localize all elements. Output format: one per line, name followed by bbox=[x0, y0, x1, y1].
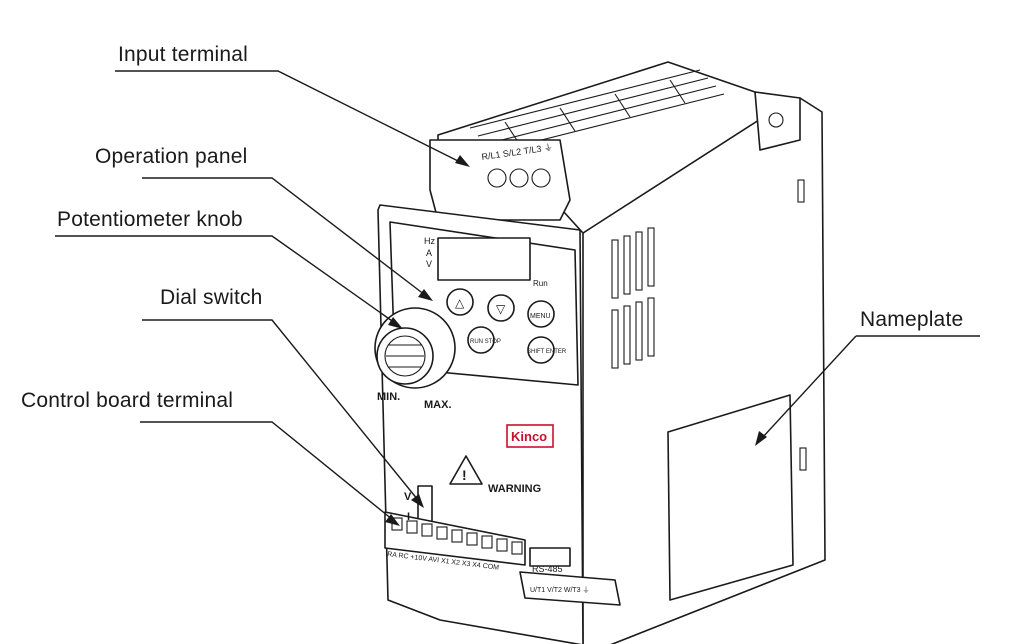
indicator-v: V bbox=[426, 259, 432, 269]
callout-control-board-terminal: Control board terminal bbox=[21, 389, 234, 412]
output-terminal-labels: U/T1 V/T2 W/T3 ⏚ bbox=[530, 586, 590, 594]
warning-label: WARNING bbox=[488, 483, 541, 495]
input-terminal-housing bbox=[429, 139, 571, 221]
down-button-label: ▽ bbox=[496, 302, 506, 316]
nameplate-area bbox=[667, 394, 794, 601]
up-button-label: △ bbox=[455, 296, 465, 310]
control-terminal-screws bbox=[391, 517, 523, 555]
shift-enter-button-label: SHIFT ENTER bbox=[527, 349, 567, 355]
potentiometer-knob-graphic bbox=[374, 307, 456, 389]
brand-label: Kinco bbox=[511, 429, 547, 444]
callout-input-terminal: Input terminal bbox=[118, 43, 249, 66]
indicator-run: Run bbox=[533, 279, 548, 288]
output-terminal-area bbox=[519, 571, 621, 606]
operation-buttons bbox=[446, 288, 555, 364]
mount-hole bbox=[768, 112, 784, 128]
top-vents bbox=[469, 69, 725, 153]
warning-exclamation: ! bbox=[462, 467, 467, 483]
rs485-port bbox=[529, 547, 571, 567]
callout-operation-panel: Operation panel bbox=[95, 145, 248, 168]
callout-nameplate: Nameplate bbox=[860, 308, 964, 331]
brand-badge bbox=[506, 424, 554, 448]
knob-max-label: MAX. bbox=[424, 399, 452, 411]
rs485-label: RS-485 bbox=[532, 564, 563, 574]
mount-bracket bbox=[754, 91, 801, 151]
callout-potentiometer-knob: Potentiometer knob bbox=[57, 208, 243, 231]
menu-button-label: MENU bbox=[530, 313, 551, 320]
indicator-a: A bbox=[426, 248, 432, 258]
side-vents bbox=[611, 179, 807, 471]
warning-triangle bbox=[449, 455, 483, 485]
dial-v-label: V bbox=[404, 491, 412, 503]
indicator-hz: Hz bbox=[424, 236, 435, 246]
run-stop-button-label: RUN STOP bbox=[470, 339, 501, 345]
display-window bbox=[437, 237, 531, 281]
knob-min-label: MIN. bbox=[377, 391, 400, 403]
dial-i-label: I bbox=[407, 511, 410, 523]
control-terminal-strip bbox=[384, 511, 526, 566]
callout-dial-switch: Dial switch bbox=[160, 286, 263, 309]
input-terminal-screws bbox=[487, 168, 551, 188]
callout-leaders bbox=[55, 70, 980, 526]
